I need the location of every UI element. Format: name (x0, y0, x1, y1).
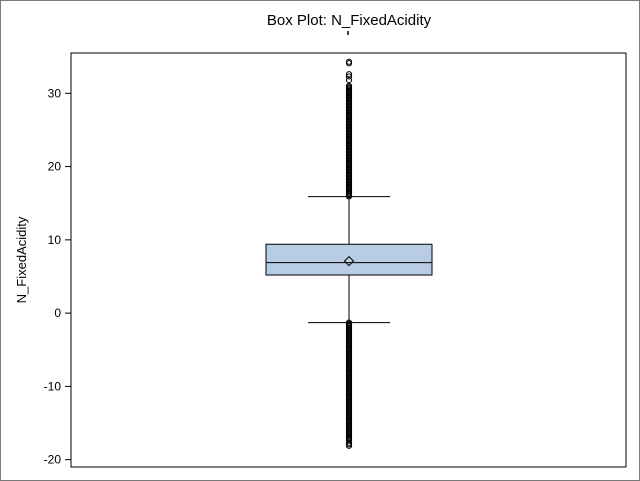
iqr-box (265, 243, 433, 276)
outlier-point (345, 442, 353, 449)
y-axis: 30 20 10 0 -10 -20 (44, 86, 71, 467)
y-tick-label: 0 (54, 306, 61, 320)
mean-marker (343, 255, 355, 267)
y-tick-label: 20 (48, 160, 62, 174)
plot-area (70, 52, 627, 468)
high-outlier-point (345, 193, 353, 200)
outlier-point (345, 73, 353, 80)
y-tick-label: -20 (44, 453, 62, 467)
box-plot-marks (265, 58, 433, 449)
y-axis-label: N_FixedAcidity (14, 216, 29, 303)
outlier-point (345, 58, 353, 65)
y-tick-label: -10 (44, 379, 62, 393)
outlier-point (345, 71, 353, 78)
y-tick-label: 30 (48, 86, 62, 100)
y-tick-label: 10 (48, 233, 62, 247)
chart-title: Box Plot: N_FixedAcidity (267, 12, 432, 29)
outlier-point (345, 77, 353, 84)
